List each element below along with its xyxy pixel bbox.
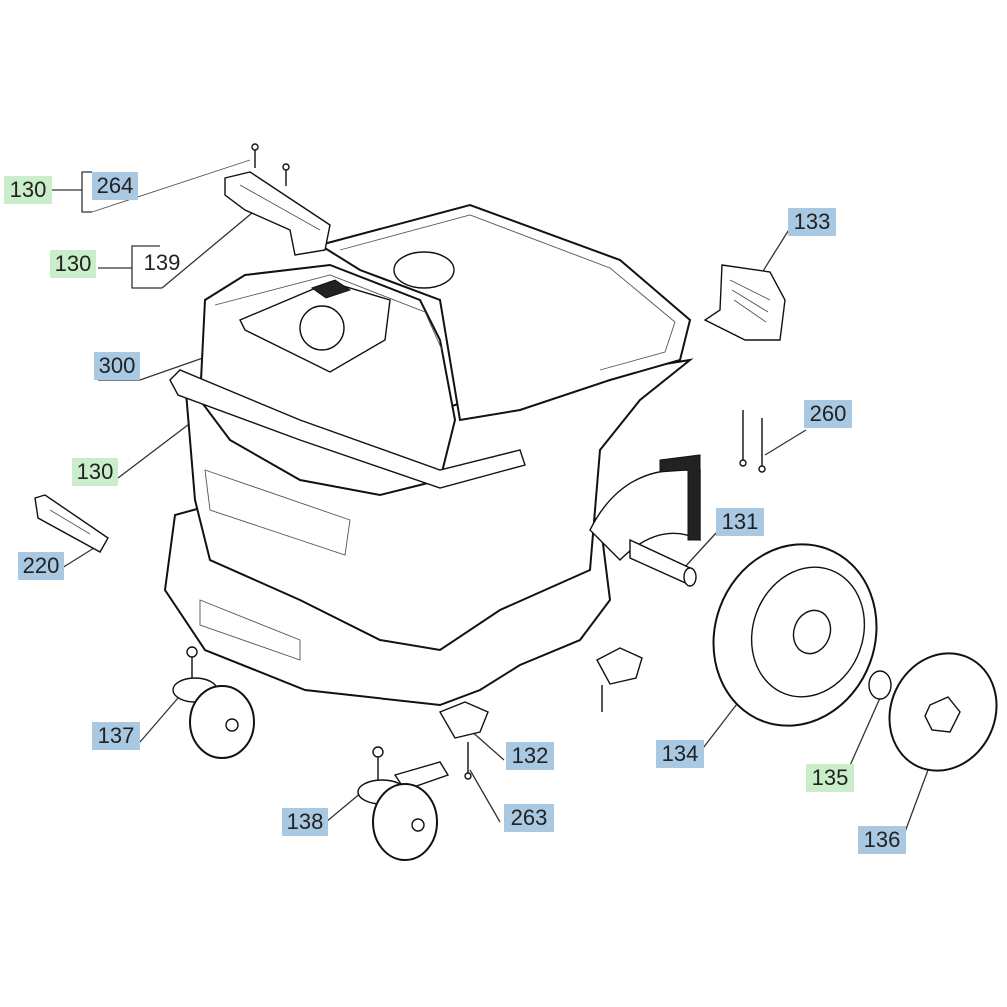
part-260-screws: [739, 410, 766, 473]
callout-263: 263: [504, 804, 554, 832]
callout-136: 136: [858, 826, 906, 854]
callout-131: 131: [716, 508, 764, 536]
part-137-caster: [172, 646, 255, 759]
callout-130-left: 130: [72, 458, 118, 486]
callout-132: 132: [506, 742, 554, 770]
callout-139: 139: [143, 250, 181, 275]
callout-264: 264: [92, 172, 138, 200]
callout-138: 138: [282, 808, 328, 836]
part-220-plate: [34, 494, 109, 553]
part-138-caster: [357, 746, 450, 861]
main-body: [163, 203, 701, 707]
callout-137: 137: [92, 722, 140, 750]
callout-135: 135: [806, 764, 854, 792]
part-136-hubcap: [888, 652, 998, 772]
callout-130-top: 130: [4, 176, 52, 204]
callout-133: 133: [788, 208, 836, 236]
part-263-screw: [464, 742, 472, 780]
leader-lines: [52, 159, 929, 833]
callout-220: 220: [18, 552, 64, 580]
callout-134: 134: [656, 740, 704, 768]
callout-300: 300: [94, 352, 140, 380]
part-135-ring: [868, 670, 892, 700]
part-134-wheel: [712, 543, 878, 727]
part-132-clips: [438, 647, 643, 739]
part-133-clip: [703, 264, 786, 341]
part-264-screws: [251, 143, 290, 186]
part-139-bracket: [224, 171, 331, 256]
callout-130-middle: 130: [50, 250, 96, 278]
callout-260: 260: [804, 400, 852, 428]
